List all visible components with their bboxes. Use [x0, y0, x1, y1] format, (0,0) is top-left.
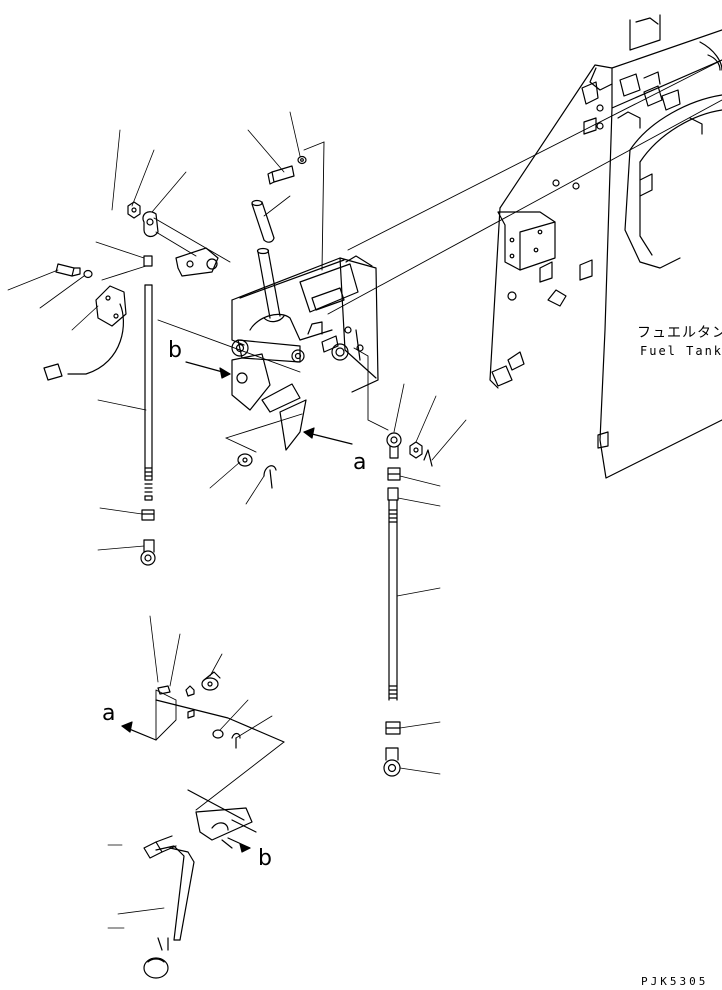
top-bolt — [267, 155, 307, 185]
wire-bracket — [43, 263, 127, 381]
callout-arrows — [121, 361, 353, 853]
drawing-code: PJK5305 — [641, 975, 709, 988]
fuel-tank-frame — [489, 14, 722, 479]
fuel-tank-label-jp: フュエルタンク — [637, 325, 722, 341]
leader-lines — [7, 111, 467, 929]
callout-a-lower: a — [102, 701, 116, 726]
callout-a-upper: a — [353, 450, 367, 475]
left-rod-assembly — [140, 255, 156, 566]
upper-left-clevis — [127, 201, 219, 277]
fuel-tank-label-en: Fuel Tank — [640, 344, 722, 358]
callout-b-upper: b — [168, 338, 182, 363]
right-rod-assembly — [383, 432, 433, 777]
upper-lever-rod — [251, 199, 285, 323]
callout-b-lower: b — [258, 846, 272, 871]
routing-lines — [101, 59, 722, 811]
control-box — [231, 255, 379, 451]
washer-pin-upper — [237, 453, 277, 489]
lower-pedal-assembly — [143, 671, 285, 979]
